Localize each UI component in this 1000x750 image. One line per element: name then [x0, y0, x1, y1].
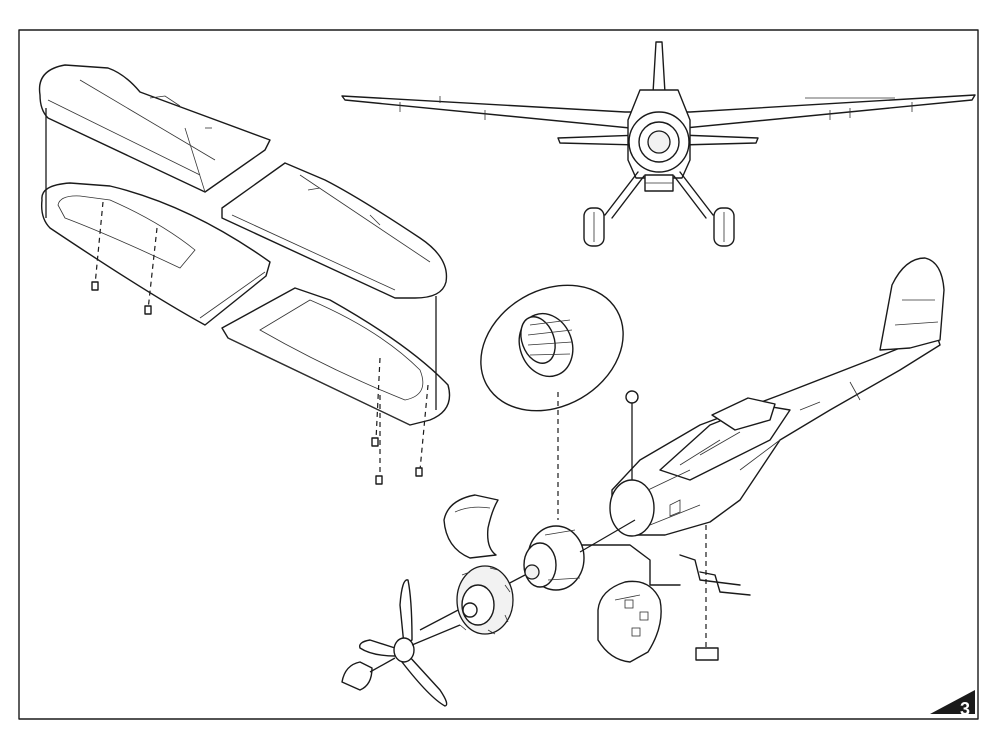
- propeller-and-spinner: [341, 579, 461, 707]
- fuselage-assembly: [574, 257, 945, 661]
- page-number-tab: [930, 690, 975, 714]
- upper-wing-halves: [38, 64, 448, 299]
- radial-engine: [456, 565, 514, 635]
- engine-detail-callout: [480, 284, 624, 520]
- page-number: 3: [959, 699, 970, 719]
- lower-wing-halves: [40, 108, 451, 485]
- front-view-reference: [341, 41, 976, 247]
- cowling-parts: [419, 494, 662, 663]
- page-border: [18, 29, 979, 720]
